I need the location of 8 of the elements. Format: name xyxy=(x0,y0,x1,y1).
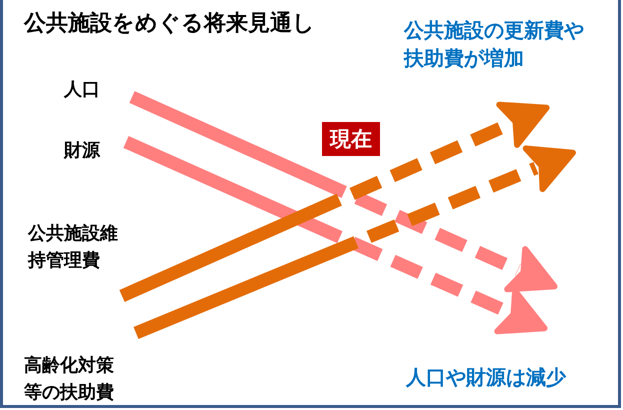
present-marker: 現在 xyxy=(322,122,380,156)
outcome-label: 公共施設の更新費や扶助費が増加 xyxy=(404,16,598,72)
outcome-label: 人口や財源は減少 xyxy=(406,363,606,391)
diagram-title: 公共施設をめぐる将来見通し xyxy=(24,10,315,38)
item-label: 公共施設維持管理費 xyxy=(28,220,128,274)
item-label: 高齢化対策等の扶助費 xyxy=(24,352,124,406)
item-label: 人口 xyxy=(64,76,112,103)
item-label: 財源 xyxy=(64,137,112,164)
